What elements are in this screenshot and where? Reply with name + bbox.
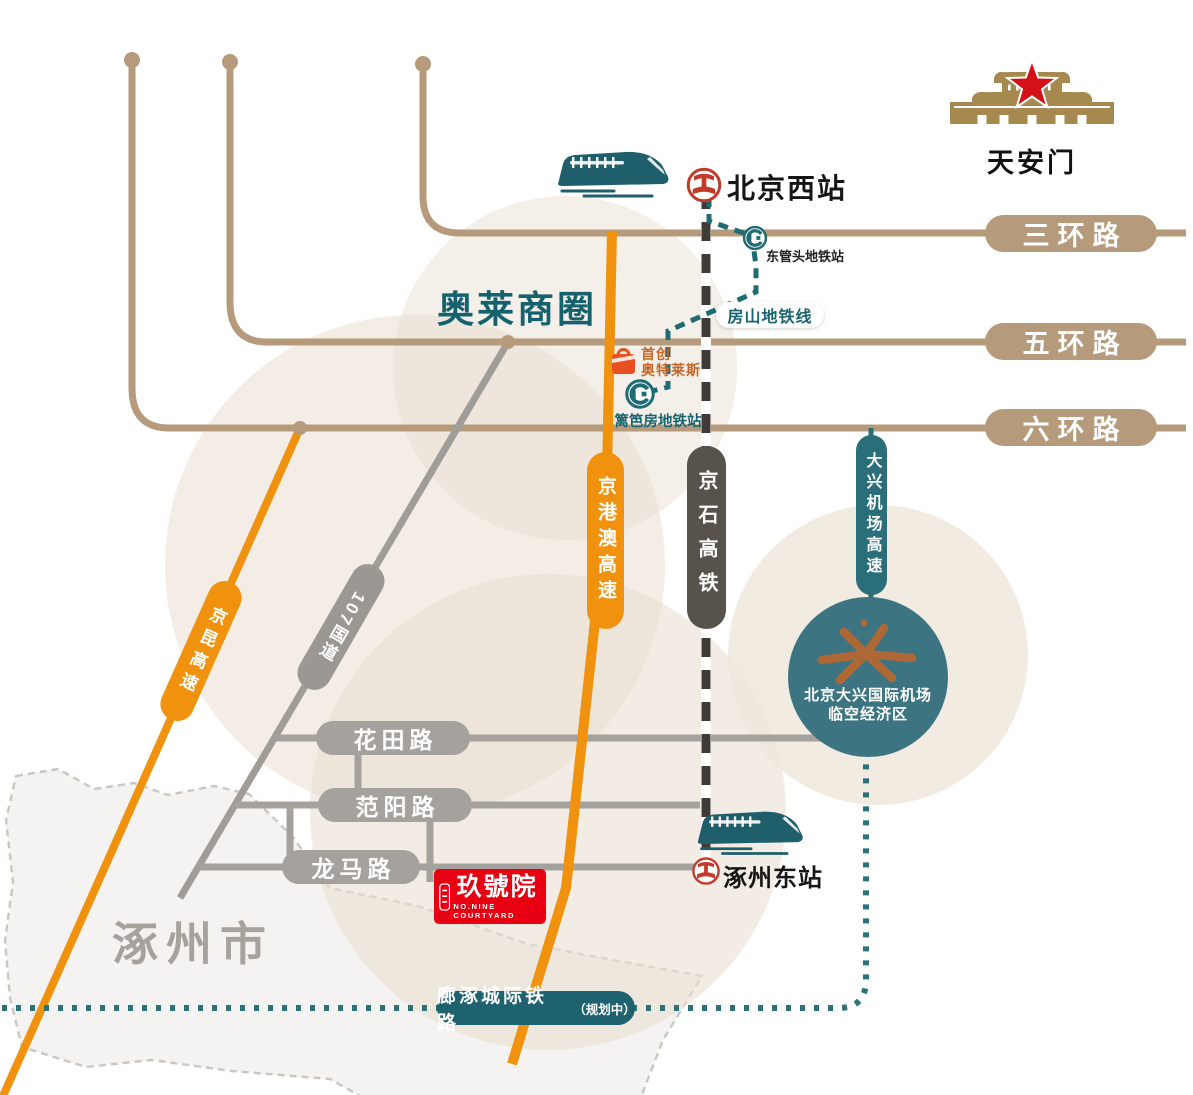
longma-road-badge: 龙马路 — [282, 850, 420, 884]
outlet-label: 首创 奥特莱斯 — [641, 346, 701, 378]
zhuozhou-east-station-label: 涿州东站 — [723, 865, 823, 892]
jinggangao-expwy-badge: 京港澳高速 — [587, 452, 624, 629]
ring3-badge: 三环路 — [985, 215, 1157, 252]
aolai-district-label: 奥莱商圈 — [437, 289, 597, 330]
tiananmen-label: 天安门 — [987, 148, 1077, 178]
jingshi-hsr-badge: 京石高铁 — [687, 446, 726, 629]
dongguantou-station-label: 东管头地铁站 — [766, 249, 845, 264]
fanyang-road-badge: 范阳路 — [318, 788, 472, 822]
outlet-bag-icon — [612, 348, 635, 374]
airport-zone-line1: 北京大兴国际机场 — [803, 687, 933, 704]
outlet-label-line2: 奥特莱斯 — [641, 362, 701, 378]
huatian-road-badge: 花田路 — [316, 721, 470, 755]
red-star-icon — [1004, 57, 1060, 110]
langzhuo-intercity-badge: 廊涿城际铁路 （规划中） — [437, 986, 636, 1034]
tiananmen-icon — [950, 57, 1114, 124]
jinggangao-expwy-line — [507, 230, 617, 1066]
jingkun-expwy-line — [0, 426, 304, 1095]
langzhuo-intercity-line — [2, 757, 869, 1011]
langzhuo-intercity-label: 廊涿城际铁路 — [437, 986, 548, 1034]
dongguantou-metro-icon — [742, 225, 768, 251]
libafang-metro-icon — [624, 378, 656, 410]
fangshan-line-label: 房山地铁线 — [727, 309, 813, 326]
project-name-label: 玖號院 — [456, 871, 538, 901]
fangshan-line-badge: 房山地铁线 — [716, 302, 824, 328]
beijing-west-station-label: 北京西站 — [727, 173, 848, 204]
daxing-expwy-badge: 大兴机场高速 — [856, 435, 887, 595]
langzhuo-status-label: （规划中） — [573, 1002, 636, 1017]
zhuozhou-east-rail-logo — [692, 857, 720, 885]
airport-zone-line2: 临空经济区 — [827, 706, 909, 723]
road-junction-dots — [293, 335, 515, 435]
airport-zone-label: 北京大兴国际机场 临空经济区 — [804, 686, 932, 724]
ring-roads — [128, 62, 1186, 432]
outlet-label-line1: 首创 — [641, 346, 671, 362]
airport-zone-circle — [788, 597, 948, 757]
background-zone-circles — [165, 196, 1028, 1050]
daxing-airport-terminal-icon — [817, 619, 917, 685]
beijing-west-rail-logo — [686, 167, 722, 203]
ring6-badge: 六环路 — [985, 409, 1157, 446]
train-icon-north — [556, 150, 670, 198]
ring-road-endpoints — [124, 52, 431, 72]
libafang-station-label: 篱笆房地铁站 — [614, 414, 702, 430]
project-logo: 玖號院 NO.NINE COURTYARD — [434, 869, 546, 924]
ring5-badge: 五环路 — [985, 323, 1157, 360]
project-seal-icon — [439, 882, 451, 911]
zhuozhou-city-label: 涿州市 — [112, 918, 274, 970]
project-name-en-label: NO.NINE COURTYARD — [453, 901, 516, 920]
